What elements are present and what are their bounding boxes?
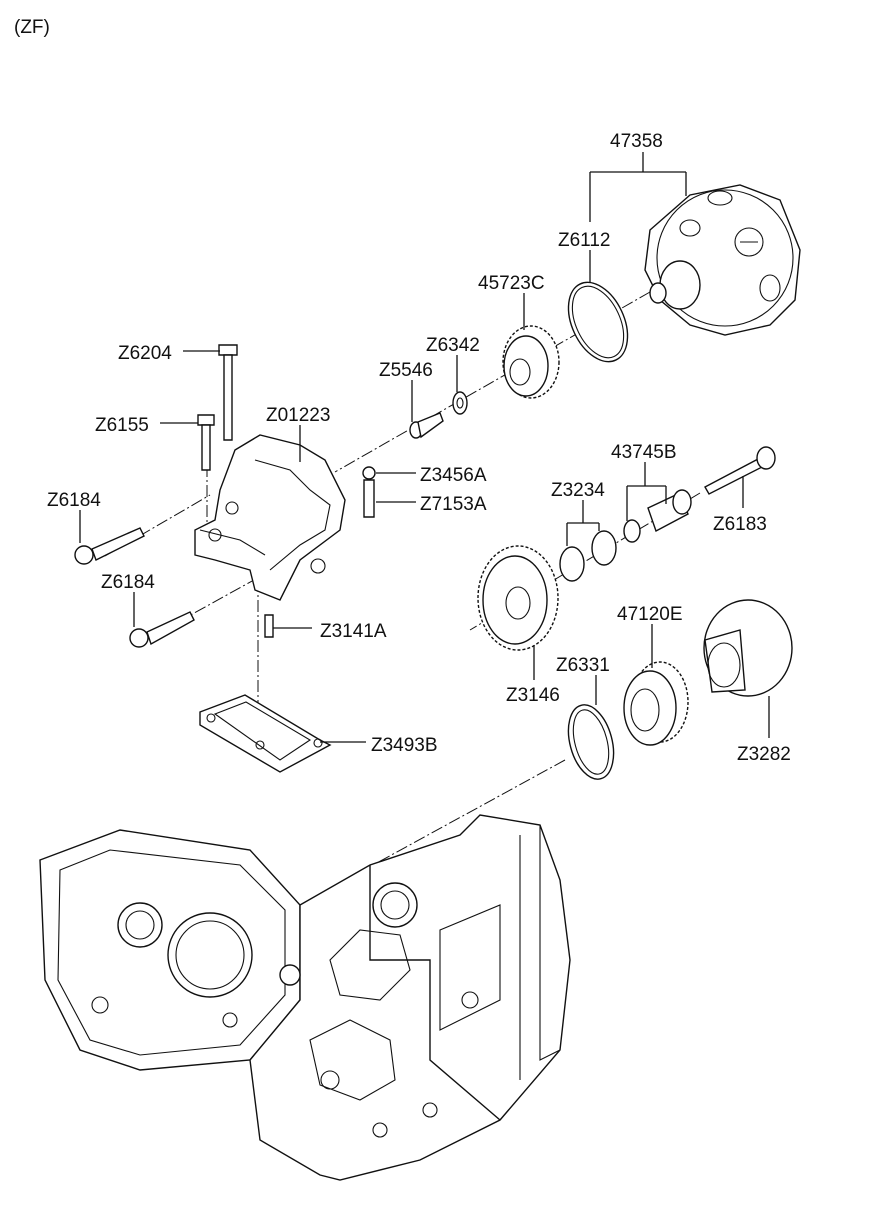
part-label-z3146: Z3146 <box>506 685 560 706</box>
transmission-case <box>39 814 571 1181</box>
cover-z01223 <box>194 434 346 601</box>
bolt-z6155 <box>197 414 215 471</box>
part-label-43745b: 43745B <box>611 442 677 463</box>
washer-z6342 <box>452 391 468 415</box>
part-label-z01223: Z01223 <box>266 405 330 426</box>
gasket-z3493b <box>199 694 332 773</box>
center-lines <box>104 291 701 906</box>
bolt-z6184-upper <box>74 527 145 565</box>
bolt-z6183 <box>704 446 776 495</box>
part-label-z3234: Z3234 <box>551 480 605 501</box>
leader-lines <box>79 152 770 743</box>
part-label-47120e: 47120E <box>617 604 683 625</box>
part-label-z6155: Z6155 <box>95 415 149 436</box>
flange-z3282 <box>703 599 793 697</box>
part-label-z6112: Z6112 <box>558 230 610 251</box>
part-label-z7153a: Z7153A <box>420 494 487 515</box>
bolt-z6204 <box>218 344 238 441</box>
part-label-z6331: Z6331 <box>556 655 610 676</box>
variant-label: (ZF) <box>14 17 50 38</box>
bearing-z3234 <box>559 530 617 582</box>
bolt-z5546 <box>409 412 444 439</box>
ring-z6331 <box>567 704 615 780</box>
part-label-z3141a: Z3141A <box>320 621 387 642</box>
part-label-z6342: Z6342 <box>426 335 480 356</box>
spacer-43745b <box>623 489 692 543</box>
part-label-z3456a: Z3456A <box>420 465 487 486</box>
part-labels: 47358 Z6112 45723C Z6342 Z5546 Z6204 Z61… <box>47 131 791 765</box>
part-label-z5546: Z5546 <box>379 360 433 381</box>
pump-assembly-47358 <box>644 184 801 336</box>
gear-47120e <box>623 661 689 746</box>
part-label-45723c: 45723C <box>478 273 545 294</box>
bolt-z6184-lower <box>129 611 195 648</box>
plug-z7153a <box>363 479 375 518</box>
part-label-z6184-lower: Z6184 <box>101 572 155 593</box>
part-label-z3282: Z3282 <box>737 744 791 765</box>
part-label-47358: 47358 <box>610 131 663 152</box>
part-label-z3493b: Z3493B <box>371 735 438 756</box>
gear-45723c <box>502 325 560 399</box>
part-label-z6184-upper: Z6184 <box>47 490 101 511</box>
part-label-z6183: Z6183 <box>713 514 767 535</box>
o-ring-z6112 <box>567 281 629 363</box>
seal-z3456a <box>362 466 376 480</box>
gear-z3146 <box>477 545 559 651</box>
pin-z3141a <box>264 614 274 638</box>
part-label-z6204: Z6204 <box>118 343 172 364</box>
